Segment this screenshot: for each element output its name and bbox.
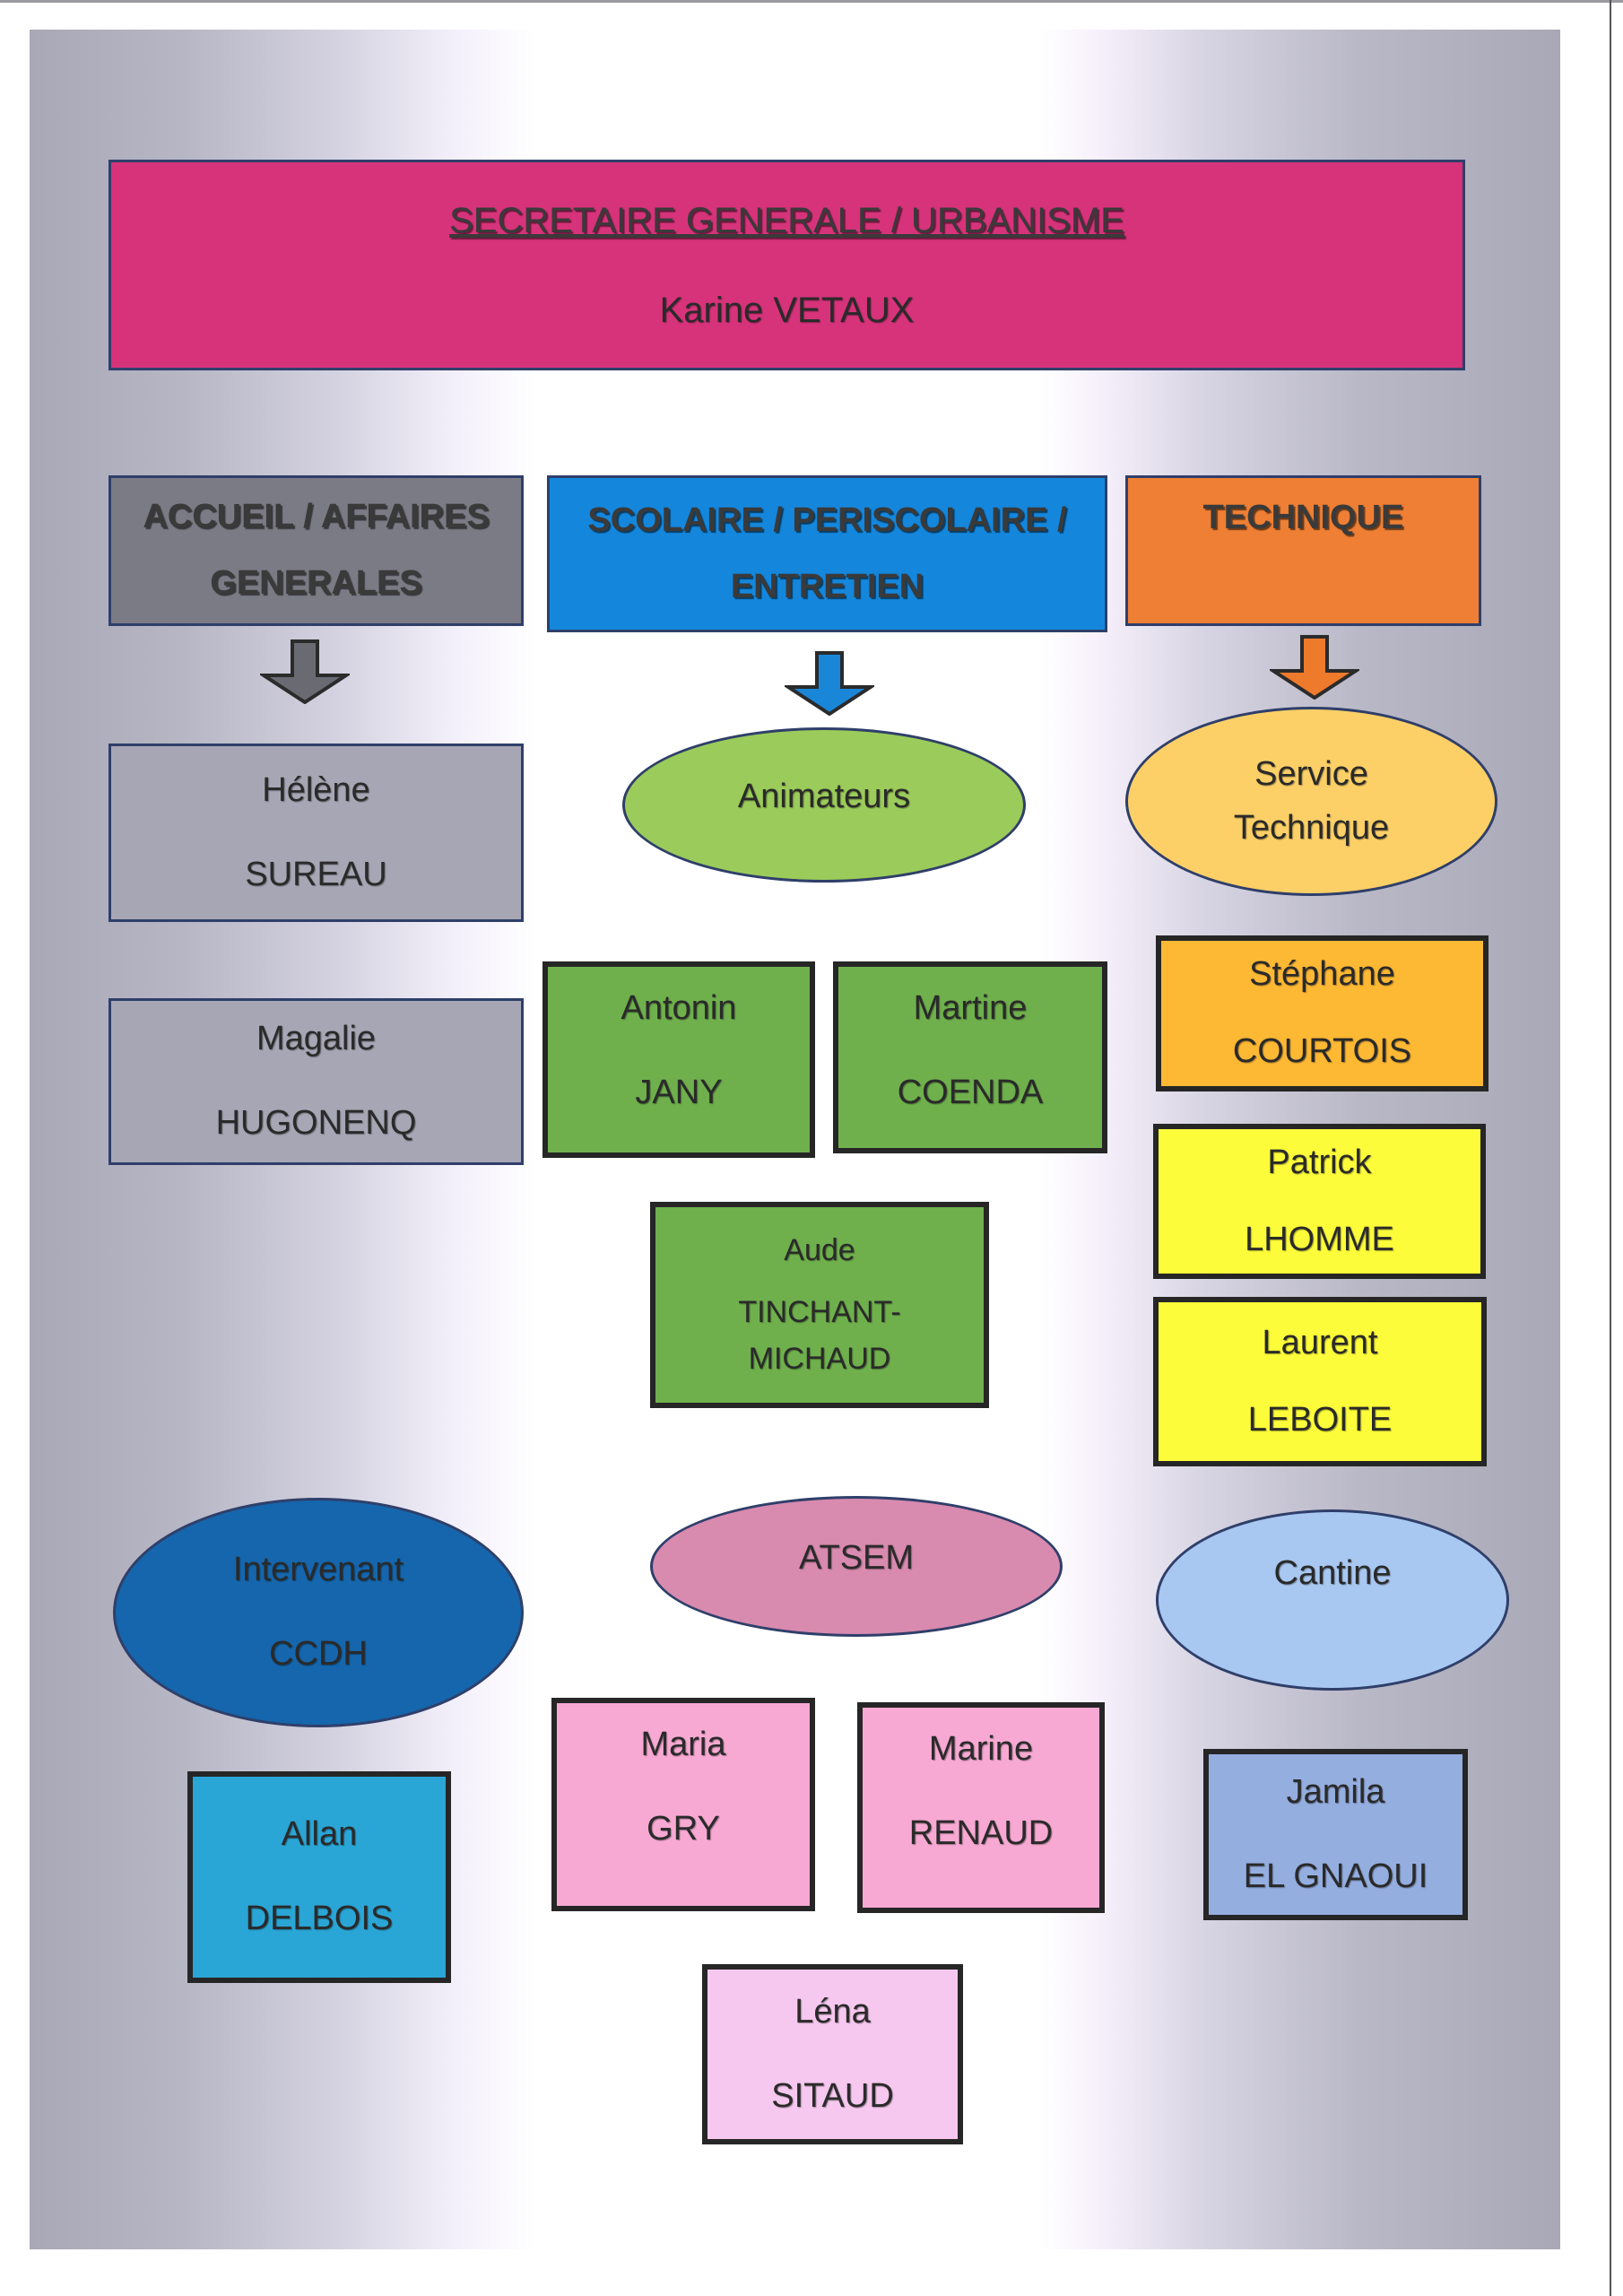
arrow-down-accueil-icon (260, 639, 350, 704)
arrow-down-technique-icon (1270, 635, 1359, 700)
staff-first-name: Aude (784, 1232, 855, 1267)
staff-last-name: SITAUD (771, 2076, 894, 2115)
staff-first-name: Stéphane (1249, 955, 1395, 994)
dept-technique: TECHNIQUE (1125, 475, 1481, 626)
dept-accueil-line2: GENERALES (210, 564, 422, 602)
page-top-edge (0, 0, 1623, 3)
staff-first-name: Jamila (1286, 1772, 1385, 1811)
staff-first-name: Allan (281, 1815, 358, 1854)
group-oval-cantine: Cantine (1156, 1509, 1509, 1691)
staff-last-name: TINCHANT- (738, 1294, 901, 1329)
dept-scolaire-line1: SCOLAIRE / PERISCOLAIRE / (587, 500, 1067, 539)
group-label: Animateurs (737, 778, 911, 815)
group-oval-service-technique: Service Technique (1125, 707, 1497, 896)
arrow-down-scolaire-icon (785, 651, 874, 716)
group-label-line2: Technique (1233, 808, 1390, 847)
group-label-line1: Service (1254, 754, 1368, 793)
staff-box-helene-sureau: Hélène SUREAU (108, 744, 524, 922)
staff-box-jamila-el-gnaoui: Jamila EL GNAOUI (1203, 1749, 1468, 1920)
staff-box-patrick-lhomme: Patrick LHOMME (1153, 1124, 1486, 1279)
staff-box-stephane-courtois: Stéphane COURTOIS (1156, 935, 1488, 1091)
staff-last-name: GRY (647, 1809, 720, 1848)
staff-last-name: HUGONENQ (215, 1104, 417, 1142)
staff-last-name: EL GNAOUI (1243, 1857, 1428, 1895)
staff-box-antonin-jany: Antonin JANY (542, 961, 815, 1158)
staff-last-name: RENAUD (908, 1813, 1054, 1852)
staff-first-name: Marine (928, 1730, 1034, 1768)
staff-box-allan-delbois: Allan DELBOIS (187, 1771, 451, 1983)
staff-first-name: Léna (794, 1992, 871, 2031)
top-box-secretaire-generale: SECRETAIRE GENERALE / URBANISME Karine V… (108, 160, 1465, 370)
staff-first-name: Antonin (621, 989, 737, 1027)
staff-box-magalie-hugonenq: Magalie HUGONENQ (108, 998, 524, 1165)
staff-first-name: Laurent (1262, 1323, 1378, 1361)
group-label: Cantine (1273, 1554, 1392, 1592)
top-box-title: SECRETAIRE GENERALE / URBANISME (449, 200, 1124, 240)
group-oval-intervenant-ccdh: Intervenant CCDH (113, 1498, 524, 1727)
staff-first-name: Patrick (1267, 1143, 1372, 1181)
group-oval-atsem: ATSEM (650, 1496, 1063, 1637)
group-label: ATSEM (798, 1539, 915, 1577)
staff-box-martine-coenda: Martine COENDA (833, 961, 1107, 1153)
staff-box-lena-sitaud: Léna SITAUD (702, 1964, 963, 2144)
staff-last-name: JANY (635, 1073, 723, 1111)
staff-last-name: COURTOIS (1232, 1032, 1412, 1070)
staff-last-name: COENDA (897, 1073, 1044, 1111)
dept-scolaire-line2: ENTRETIEN (730, 567, 924, 605)
staff-box-maria-gry: Maria GRY (551, 1698, 815, 1911)
group-oval-animateurs: Animateurs (622, 727, 1026, 883)
staff-last-name: LHOMME (1245, 1220, 1394, 1258)
staff-first-name: Magalie (256, 1020, 377, 1058)
staff-first-name: Maria (640, 1726, 726, 1763)
top-box-name: Karine VETAUX (659, 290, 915, 330)
dept-accueil: ACCUEIL / AFFAIRES GENERALES (108, 475, 524, 626)
staff-box-marine-renaud: Marine RENAUD (857, 1702, 1105, 1913)
staff-last-name: LEBOITE (1247, 1400, 1393, 1439)
staff-box-laurent-leboite: Laurent LEBOITE (1153, 1297, 1487, 1466)
staff-last-name: SUREAU (245, 855, 387, 893)
staff-last-name-continued: MICHAUD (748, 1342, 891, 1377)
dept-accueil-line1: ACCUEIL / AFFAIRES (143, 498, 490, 536)
staff-first-name: Martine (913, 989, 1028, 1027)
group-label-line1: Intervenant (232, 1551, 404, 1589)
staff-last-name: DELBOIS (245, 1900, 394, 1937)
dept-technique-line1: TECHNIQUE (1202, 499, 1404, 536)
dept-scolaire: SCOLAIRE / PERISCOLAIRE / ENTRETIEN (547, 475, 1107, 632)
staff-first-name: Hélène (262, 770, 370, 809)
page-right-edge (1610, 0, 1611, 2296)
staff-box-aude-tinchant-michaud: Aude TINCHANT- MICHAUD (650, 1202, 989, 1408)
group-label-line2: CCDH (269, 1635, 368, 1673)
